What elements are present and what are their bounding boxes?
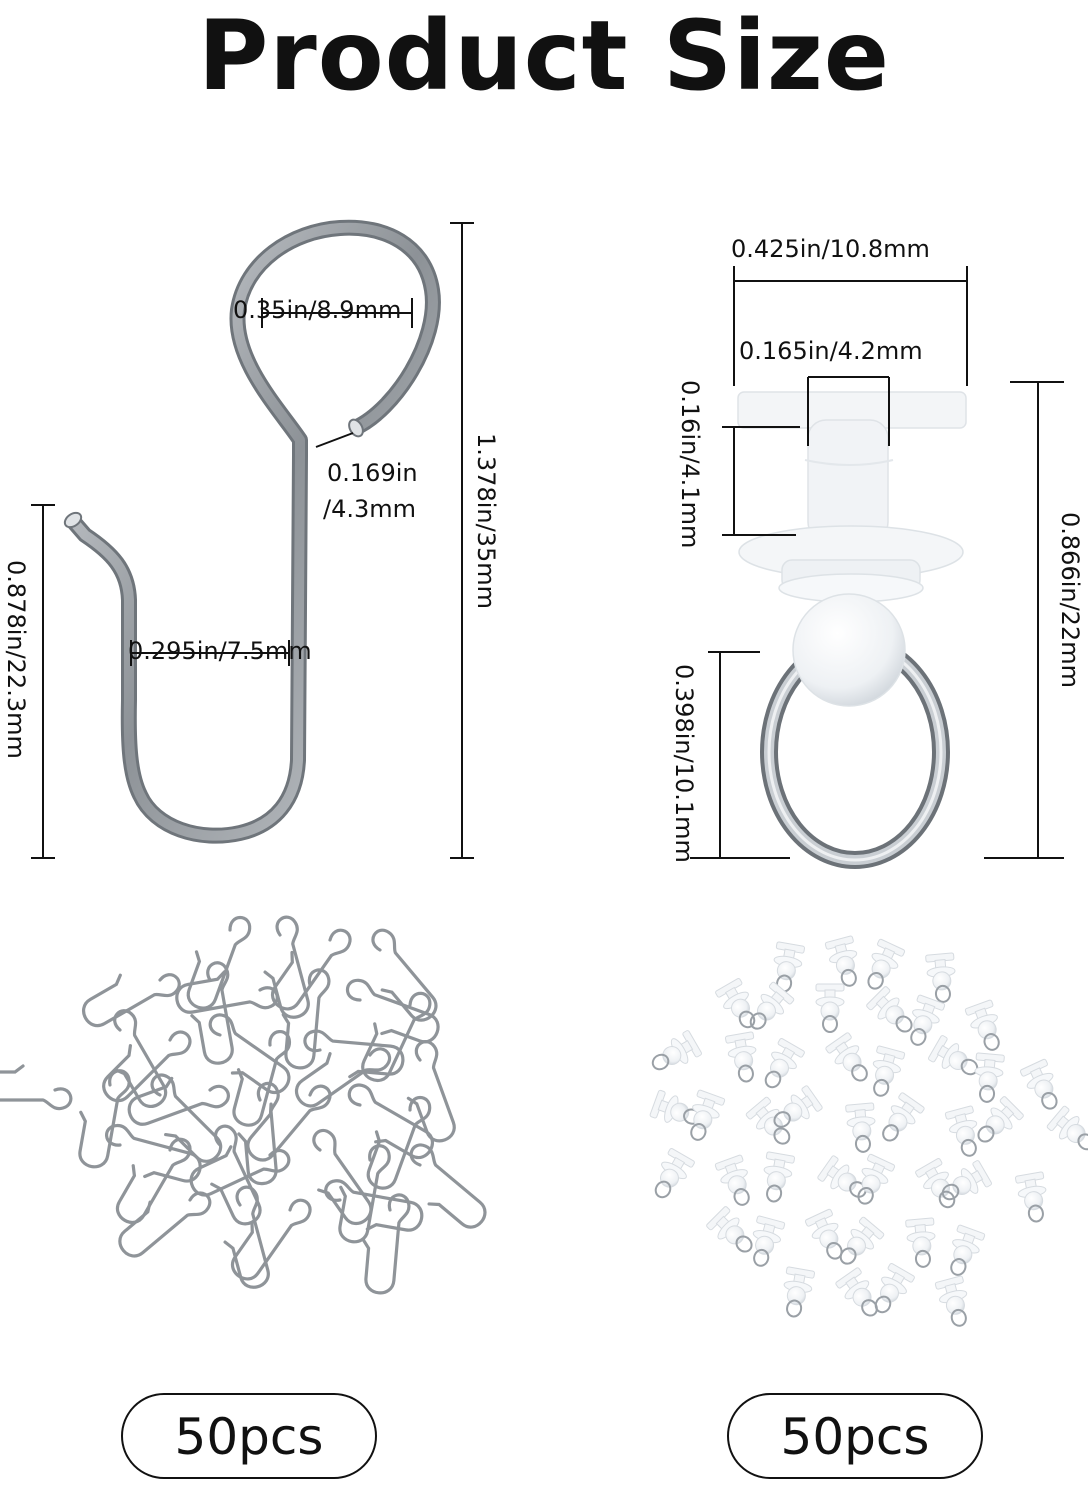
hook-loop-width-label: 0.35in/8.9mm: [233, 296, 402, 324]
glider-stem-height-label: 0.16in/4.1mm: [676, 380, 704, 549]
hook-total-height-label: 1.378in/35mm: [472, 433, 500, 609]
gliders-pile: [645, 934, 1088, 1331]
glider-illustration: [737, 391, 967, 869]
page-title: Product Size: [198, 0, 890, 112]
hook-quantity-badge: 50pcs: [121, 1393, 377, 1479]
glider-total-height-label: 0.866in/22mm: [1056, 512, 1084, 688]
hook-dimension-lines: [31, 222, 474, 859]
glider-quantity-badge: 50pcs: [727, 1393, 983, 1479]
glider-top-width-label: 0.425in/10.8mm: [731, 235, 930, 263]
hook-short-arm-height-label: 0.878in/22.3mm: [2, 560, 30, 759]
hooks-pile: [0, 905, 498, 1297]
hook-wire-diameter-mm-label: /4.3mm: [323, 495, 417, 523]
glider-ring-height-label: 0.398in/10.1mm: [670, 664, 698, 863]
glider-stem-width-label: 0.165in/4.2mm: [739, 337, 923, 365]
hook-wire-diameter-label: 0.169in: [327, 459, 418, 487]
hook-illustration: [63, 219, 441, 844]
hook-bottom-width-label: 0.295in/7.5mm: [128, 637, 312, 665]
glider-dimension-lines: [690, 266, 1064, 859]
